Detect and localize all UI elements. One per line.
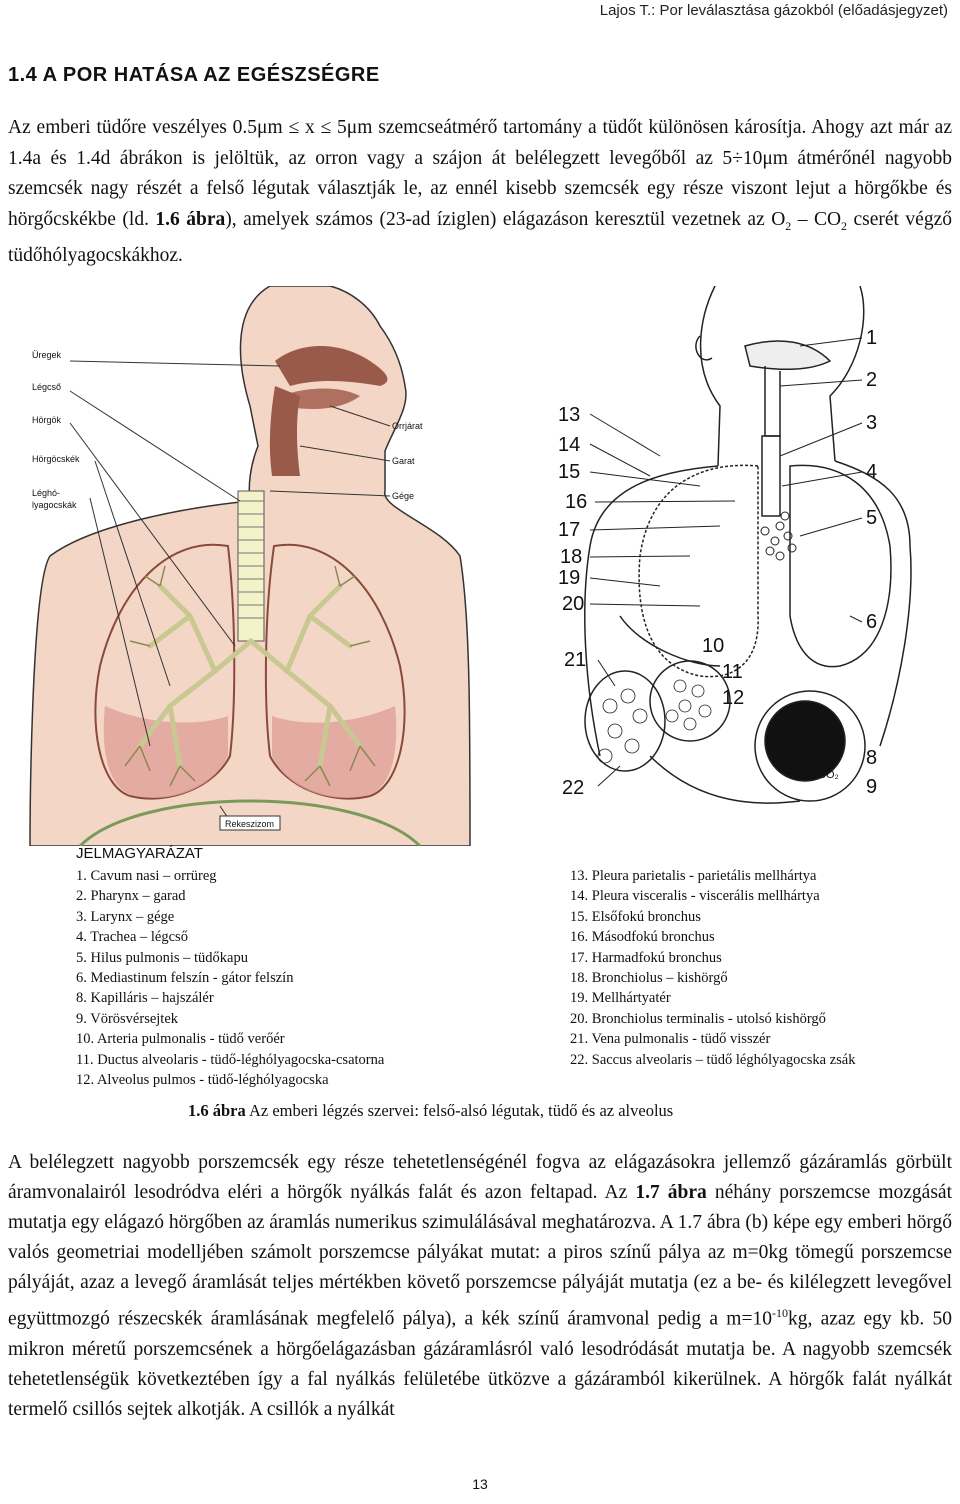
label-legcso: Légcső xyxy=(32,382,61,392)
respiratory-illustration: Üregek Légcső Hörgök Hörgöcskék Léghó- l… xyxy=(29,285,912,848)
legend-item: 10. Arteria pulmonalis - tüdő verőér xyxy=(76,1031,285,1048)
svg-text:11: 11 xyxy=(722,661,743,683)
legend-item: 2. Pharynx – garad xyxy=(76,888,186,905)
legend-item: 8. Kapilláris – hajszálér xyxy=(76,990,214,1007)
intro-paragraph: Az emberi tüdőre veszélyes 0.5μm ≤ x ≤ 5… xyxy=(8,117,952,266)
figure-reference[interactable]: 1.6 ábra xyxy=(155,208,226,230)
label-co2: CO₂ xyxy=(818,769,839,781)
legend-item: 21. Vena pulmonalis - tüdő visszér xyxy=(570,1031,771,1048)
legend-item: 20. Bronchiolus terminalis - utolsó kish… xyxy=(570,1010,826,1027)
svg-text:18: 18 xyxy=(560,546,582,568)
oral-cavity xyxy=(280,388,360,409)
svg-text:9: 9 xyxy=(866,776,877,798)
respiratory-figure: Üregek Légcső Hörgök Hörgöcskék Léghó- l… xyxy=(0,285,960,848)
legend-title: JELMAGYARÁZAT xyxy=(76,845,203,862)
svg-text:12: 12 xyxy=(722,687,744,709)
nasal-cavity-lineart xyxy=(744,340,832,371)
svg-text:2: 2 xyxy=(866,369,877,391)
label-uregek: Üregek xyxy=(32,350,62,360)
left-lung-lower xyxy=(272,706,397,798)
legend-item: 3. Larynx – gége xyxy=(76,908,175,925)
pharynx xyxy=(269,386,300,476)
svg-text:22: 22 xyxy=(562,777,584,799)
body-paragraph: A belélegzett nagyobb porszemcsék egy ré… xyxy=(8,1152,953,1420)
svg-text:17: 17 xyxy=(558,519,580,541)
nasal-cavity xyxy=(275,346,388,386)
right-figure-numbers: 1 2 3 4 5 6 8 9 10 11 12 13 14 15 16 17 … xyxy=(558,327,877,799)
legend-item: 9. Vörösvérsejtek xyxy=(76,1010,179,1027)
blood-vessel-lower xyxy=(649,755,801,804)
left-lung-lineart xyxy=(789,464,892,668)
svg-text:1: 1 xyxy=(866,327,877,349)
legend-item: 18. Bronchiolus – kishörgő xyxy=(570,970,728,987)
alveolus-cross-section xyxy=(754,690,866,802)
legend-item: 5. Hilus pulmonis – tüdőkapu xyxy=(76,949,248,966)
section-title: 1.4 A POR HATÁSA AZ EGÉSZSÉGRE xyxy=(8,64,380,86)
right-leader-lines xyxy=(589,337,863,787)
label-horgok: Hörgök xyxy=(32,415,62,425)
figure-reference[interactable]: 1.7 ábra xyxy=(635,1182,707,1203)
label-rekeszizom: Rekeszizom xyxy=(225,819,274,829)
svg-text:5: 5 xyxy=(866,507,877,529)
svg-text:3: 3 xyxy=(866,412,877,434)
legend-item: 19. Mellhártyatér xyxy=(570,990,671,1007)
label-orrjarat: Orrjárat xyxy=(392,421,423,431)
svg-text:15: 15 xyxy=(558,461,580,483)
diaphragm xyxy=(78,799,422,848)
anatomical-lineart xyxy=(584,285,912,804)
torso-left xyxy=(584,465,719,757)
svg-text:19: 19 xyxy=(558,567,580,589)
running-header: Lajos T.: Por leválasztása gázokból (elő… xyxy=(599,2,948,19)
label-garat: Garat xyxy=(392,456,415,466)
svg-text:10: 10 xyxy=(702,635,724,657)
alveolus-lumen xyxy=(764,700,846,782)
svg-text:13: 13 xyxy=(558,404,580,426)
svg-text:20: 20 xyxy=(562,593,584,615)
svg-text:21: 21 xyxy=(564,649,586,671)
svg-text:6: 6 xyxy=(866,611,877,633)
legend-item: 1. Cavum nasi – orrüreg xyxy=(76,868,217,884)
torso-right xyxy=(834,460,912,747)
label-horgocskek: Hörgöcskék xyxy=(32,454,80,464)
legend-item: 13. Pleura parietalis - parietális mellh… xyxy=(570,868,817,884)
legend-item: 12. Alveolus pulmos - tüdő-léghólyagocsk… xyxy=(76,1072,329,1089)
legend-item: 17. Harmadfokú bronchus xyxy=(570,949,722,966)
caption-text: Az emberi légzés szervei: felső-alsó lég… xyxy=(245,1101,674,1120)
upper-body-diagram: Üregek Légcső Hörgök Hörgöcskék Léghó- l… xyxy=(29,285,471,848)
label-gege: Gége xyxy=(392,491,414,501)
bronchial-tree xyxy=(137,583,363,769)
caption-label: 1.6 ábra xyxy=(188,1101,246,1120)
legend-item: 22. Saccus alveolaris – tüdő léghólyagoc… xyxy=(570,1051,856,1068)
legend-item: 6. Mediastinum felszín - gátor felszín xyxy=(76,970,294,987)
blood-vessel xyxy=(619,615,721,667)
neck-outline xyxy=(829,285,865,462)
legend-item: 16. Másodfokú bronchus xyxy=(570,929,715,946)
right-lung-lineart xyxy=(638,464,759,678)
figure-caption: 1.6 ábra Az emberi légzés szervei: felső… xyxy=(188,1101,673,1121)
alveolar-sac-left xyxy=(584,670,666,772)
legend-left-column: 1. Cavum nasi – orrüreg 2. Pharynx – gar… xyxy=(76,866,384,1090)
trachea-lineart xyxy=(761,435,781,517)
pharynx-lineart xyxy=(764,366,781,437)
label-leghoyagocskak-2: lyagocskák xyxy=(32,500,77,510)
legend-right-column: 13. Pleura parietalis - parietális mellh… xyxy=(570,866,856,1070)
page-number: 13 xyxy=(472,1476,488,1492)
head-outline xyxy=(699,285,721,467)
label-leghoyagocskak-1: Léghó- xyxy=(32,488,60,498)
ear xyxy=(695,335,713,361)
legend-item: 11. Ductus alveolaris - tüdő-léghólyagoc… xyxy=(76,1051,385,1068)
legend-item: 15. Elsőfokú bronchus xyxy=(570,908,701,925)
svg-text:8: 8 xyxy=(866,747,877,769)
legend-item: 4. Trachea – légcső xyxy=(76,929,188,946)
label-o2: O₂ xyxy=(790,769,803,781)
svg-text:14: 14 xyxy=(558,434,580,456)
svg-text:4: 4 xyxy=(866,461,877,483)
right-lung-lower xyxy=(103,706,228,798)
svg-text:16: 16 xyxy=(565,491,587,513)
legend-item: 14. Pleura visceralis - viscerális mellh… xyxy=(570,888,820,905)
